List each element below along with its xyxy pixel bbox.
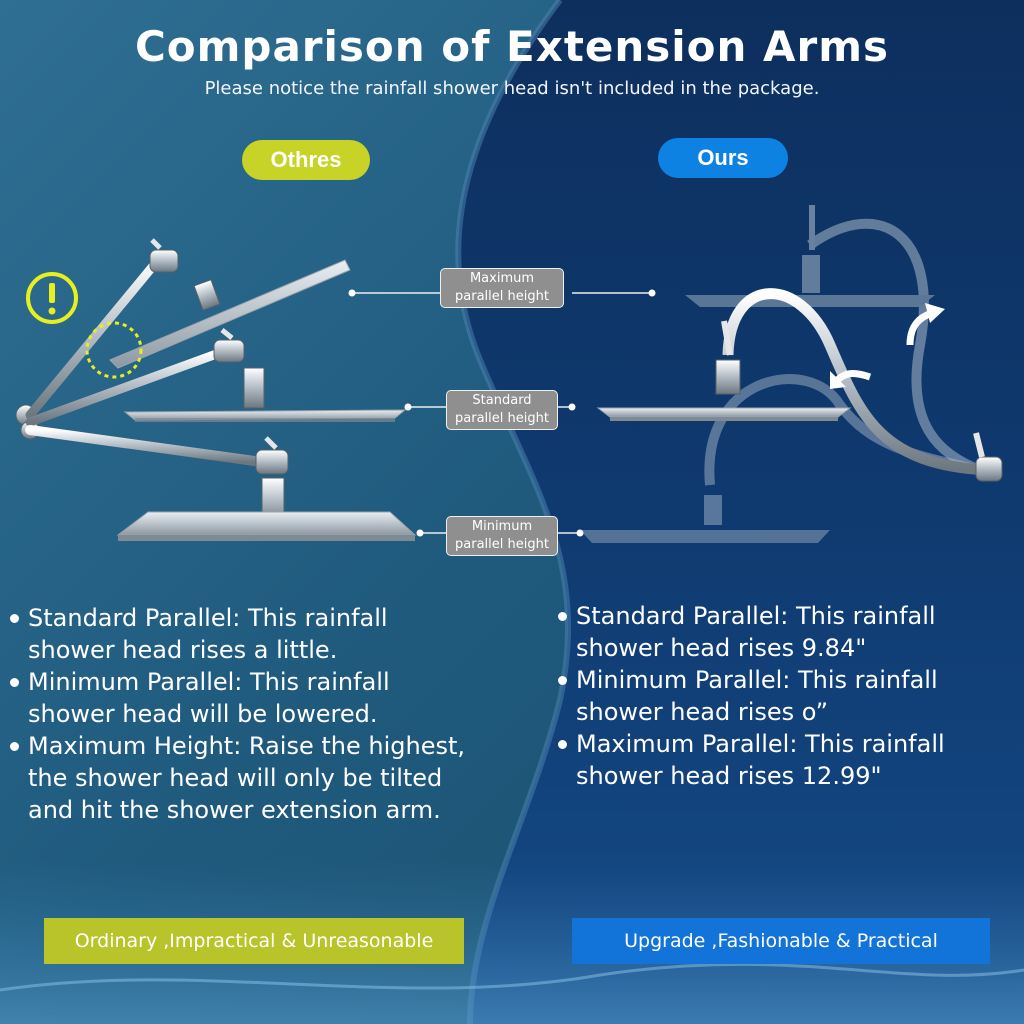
minimum-height-label: Minimum parallel height	[446, 516, 558, 556]
ours-feature-list: Standard Parallel: This rainfall shower …	[556, 600, 1016, 792]
others-point-maximum: Maximum Height: Raise the highest, the s…	[8, 730, 478, 826]
standard-height-label-line2: parallel height	[455, 411, 549, 426]
others-point-minimum: Minimum Parallel: This rainfall shower h…	[8, 666, 478, 730]
ours-arm-illustration	[580, 205, 1003, 543]
ours-point-minimum: Minimum Parallel: This rainfall shower h…	[556, 664, 1016, 728]
standard-height-label-line1: Standard	[472, 393, 532, 408]
others-arm-illustration	[15, 238, 417, 541]
ours-point-maximum: Maximum Parallel: This rainfall shower h…	[556, 728, 1016, 792]
others-badge: Othres	[242, 140, 370, 180]
maximum-height-label-line1: Maximum	[469, 271, 535, 286]
ours-badge: Ours	[658, 138, 788, 178]
others-summary-banner: Ordinary ,Impractical & Unreasonable	[44, 918, 464, 964]
exclamation-circle-icon	[26, 272, 78, 324]
maximum-height-label-line2: parallel height	[455, 289, 549, 304]
maximum-height-label: Maximum parallel height	[440, 268, 564, 308]
standard-height-label: Standard parallel height	[446, 390, 558, 430]
page-title: Comparison of Extension Arms	[134, 22, 890, 71]
minimum-height-label-line2: parallel height	[455, 537, 549, 552]
others-feature-list: Standard Parallel: This rainfall shower …	[8, 602, 478, 826]
ours-point-standard: Standard Parallel: This rainfall shower …	[556, 600, 1016, 664]
ours-summary-banner: Upgrade ,Fashionable & Practical	[572, 918, 990, 964]
others-point-standard: Standard Parallel: This rainfall shower …	[8, 602, 478, 666]
page-subtitle: Please notice the rainfall shower head i…	[204, 78, 820, 99]
minimum-height-label-line1: Minimum	[471, 519, 533, 534]
